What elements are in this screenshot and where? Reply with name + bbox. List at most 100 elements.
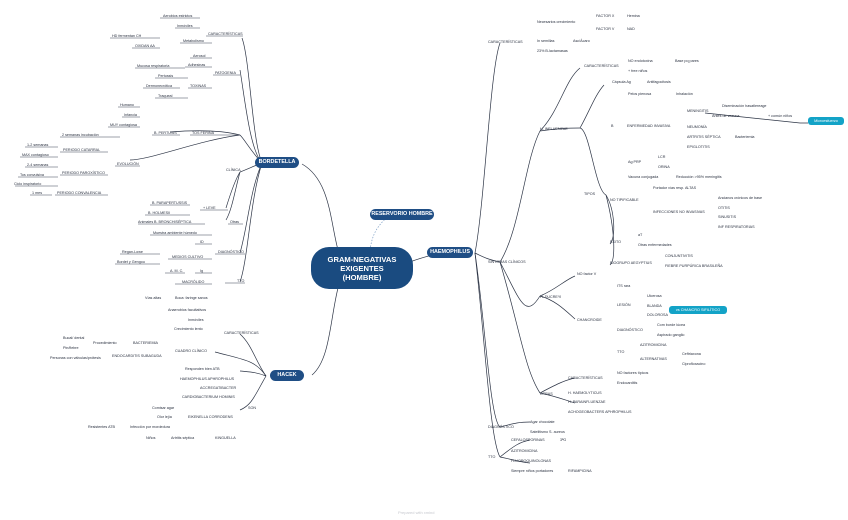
label: Muestra ambiente húmedo (153, 231, 197, 235)
label: Responden bien ATB (185, 367, 220, 371)
label: Traqueal (158, 94, 173, 98)
label: CARACTERÍSTICAS (584, 64, 619, 68)
central-topic[interactable]: GRAM-NEGATIVAS EXIGENTES (HOMBRE) (311, 247, 413, 289)
hacek-topic[interactable]: HACEK (270, 370, 304, 381)
label: Necesarios crecimiento (537, 20, 576, 24)
label: H. INFLUENZAE (540, 127, 568, 131)
label: CEFALOSPORINAS (511, 438, 545, 442)
label: FLUOROQUINOLONAS (511, 459, 551, 463)
label: ORINA (658, 165, 670, 169)
label: LESIÓN (617, 303, 631, 307)
label: SON (248, 406, 256, 410)
label: TTO (488, 455, 496, 459)
microesfuerzo-callout[interactable]: Microesfuerzo (808, 117, 844, 125)
label: Ceftriaxona (682, 352, 701, 356)
label: CARACTERÍSTICAS (224, 331, 259, 335)
label: NO endotoxina (628, 59, 653, 63)
label: Bordet y Gengou (117, 260, 145, 264)
haemophilus-topic[interactable]: HAEMOPHILUS (427, 247, 473, 258)
label: Olor lejía (157, 415, 172, 419)
label: Base pq pares (675, 59, 699, 63)
label: FACTOR X (596, 14, 615, 18)
label: Adhesinas (188, 63, 206, 67)
label: 2 semanas incubación (62, 133, 99, 137)
label: Diseminación hasatlereage (722, 104, 767, 108)
label: Antes de vacuna (712, 114, 740, 118)
label: Aerosol (193, 54, 206, 58)
label: 3ªG (560, 438, 567, 442)
label: EIKENELLA CORRODENS (188, 415, 233, 419)
label: CARACTERÍSTICAS (208, 32, 243, 36)
label: CLÍNICA (226, 168, 241, 172)
label: ACHOGEOBACTERS APHROPHILUS (568, 410, 632, 414)
label: PATOGENIA (215, 71, 236, 75)
label: TTO (237, 279, 245, 283)
label: PERIODO PAROXÍSTICO (62, 171, 105, 175)
label: Com borde lúcea (657, 323, 686, 327)
label: HD fermentan CH (112, 34, 142, 38)
label: 23% B-lactamasas (537, 49, 568, 53)
label: Pelos pienosa (628, 92, 652, 96)
label: Ancianos crónicos de base (718, 196, 763, 200)
label: Personas con válvulas/prótesis (50, 356, 101, 360)
label: Animales (138, 220, 154, 224)
label: Vacuna conjugada (628, 175, 659, 179)
label: ENDOCARDITIS SUBAGUDA (112, 354, 162, 358)
label: OTRAS (540, 392, 553, 396)
label: Resistentes ATB (88, 425, 115, 429)
label: ÉXITO (610, 240, 621, 244)
label: Aerobios estrictos (163, 14, 193, 18)
label: MACRÓLIDO (182, 280, 205, 284)
label: Inmóviles (177, 24, 193, 28)
label: Infección por mordedura (130, 425, 170, 429)
label: RIFAMPICINA (568, 469, 592, 473)
label: Artritis séptica (171, 436, 195, 440)
label: ITS rara (617, 284, 631, 288)
label: Agar chocolate (530, 420, 555, 424)
bordetella-topic[interactable]: BORDETELLA (255, 157, 299, 168)
center-line-1: GRAM-NEGATIVAS (327, 254, 397, 264)
label: DIAGNÓSTICO (617, 328, 643, 332)
label: Anaerobios facultativos (168, 308, 207, 312)
label: Ag PRP (628, 160, 642, 164)
label: Antifagocitosis (647, 80, 671, 84)
label: Bacteriemia (735, 135, 755, 139)
label: AZITROMICINA (511, 449, 538, 453)
label: CUADRO CLÍNICO (175, 349, 207, 353)
label: FIEBRE PURPÚRICA BRASILEÑA (665, 264, 723, 268)
label: Bucal/ dental (63, 336, 85, 340)
label: ID (200, 240, 204, 244)
label: Dermonecrótica (146, 84, 173, 88)
label: H. DUCREYI (540, 295, 562, 299)
label: LCR (658, 155, 666, 159)
label: CHANCROIDE (577, 318, 602, 322)
label: ARTRITIS SÉPTICA (687, 135, 721, 139)
label: B. BRONCHISÉPTICA (154, 220, 192, 224)
label: B. HOLMESII (148, 211, 171, 215)
label: Satelitismo S. aureus (530, 430, 565, 434)
label: AZITROMICINA (640, 343, 667, 347)
label: CARACTERÍSTICAS (568, 376, 603, 380)
reservorio-topic[interactable]: RESERVORIO HOMBRE (370, 209, 434, 220)
label: NO TIPIFICABLE (610, 198, 639, 202)
label: EPIGLOTITIS (687, 145, 710, 149)
label: + LEVE (203, 206, 216, 210)
label: TIPOS (584, 192, 596, 196)
label: Pertussis (158, 74, 174, 78)
label: Ulcerosa (647, 294, 662, 298)
label: Vías altas (145, 296, 162, 300)
label: CARACTERÍSTICAS (488, 40, 523, 44)
center-line-3: (HOMBRE) (342, 272, 382, 282)
label: + común niños (768, 114, 793, 118)
label: Mucosa respiratoria (137, 64, 170, 68)
label: ENFERMEDAD INVASIVA (627, 124, 671, 128)
label: DIAGNÓSTICO (218, 250, 244, 254)
label: BIOGRUPO AEGYPTIUS (610, 261, 652, 265)
label: Cápsula Ag (612, 80, 631, 84)
label: Ig (200, 269, 204, 273)
label: Siempre niños portadores (511, 469, 554, 473)
label: INF RESPIRATORIAS (718, 225, 755, 229)
chancro-callout[interactable]: vs CHANCRO SIFILÍTICO (669, 306, 727, 314)
label: MEDIOS CULTIVO (172, 255, 204, 259)
label: DOLOROSA (647, 313, 668, 317)
